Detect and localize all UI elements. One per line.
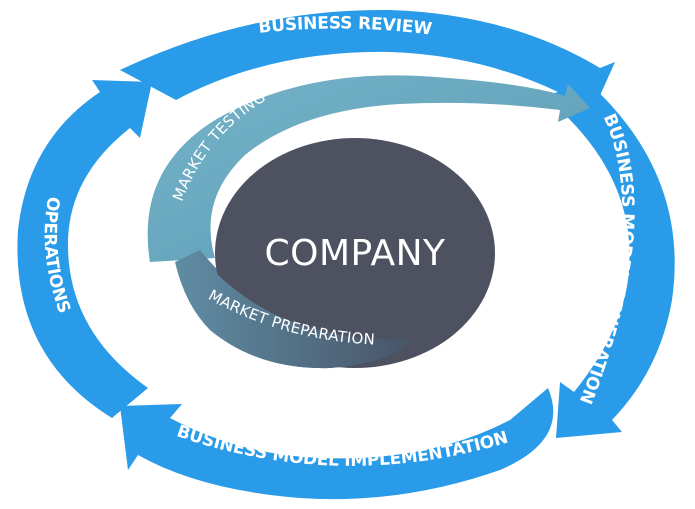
arrow-business-model-generation <box>556 82 675 438</box>
company-label: COMPANY <box>265 233 446 274</box>
market-preparation-overlay <box>178 256 412 369</box>
company-ellipse <box>215 138 495 368</box>
arrow-market-testing <box>147 75 590 262</box>
arrow-operations <box>17 80 152 418</box>
arrow-business-model-implementation <box>120 388 554 500</box>
arrow-business-review <box>120 9 615 118</box>
